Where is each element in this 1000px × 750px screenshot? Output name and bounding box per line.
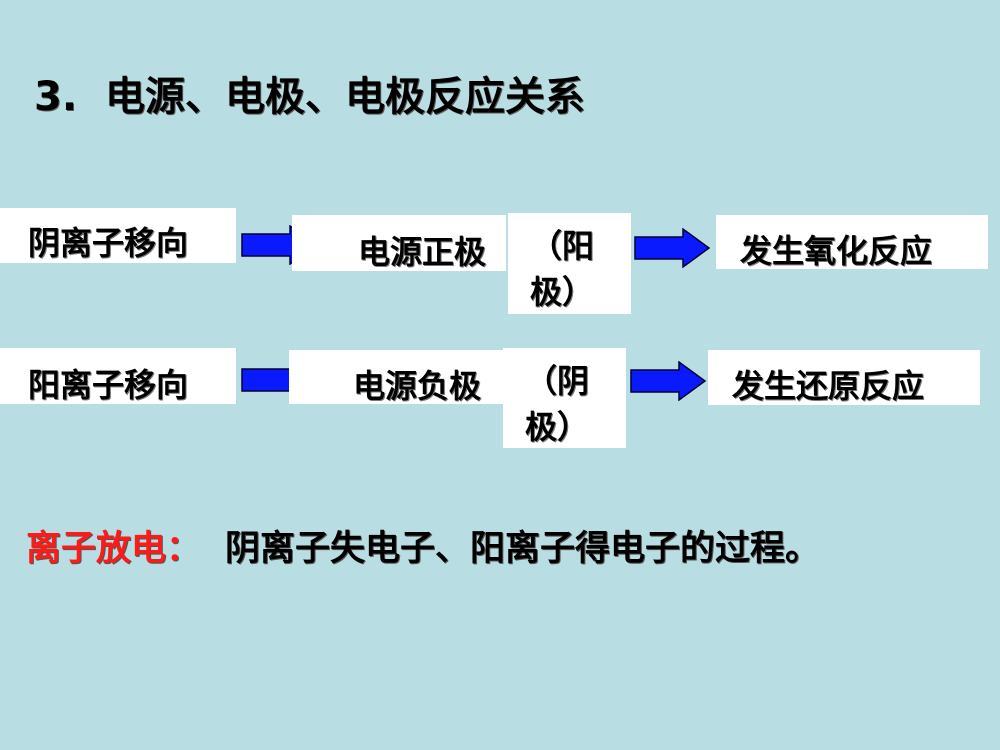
- reduction-label: 发生还原反应: [732, 367, 925, 405]
- title-number: 3.: [34, 74, 78, 120]
- positive-pole-label: 电源正极: [358, 233, 487, 271]
- oxidation-box: 发生氧化反应: [716, 215, 988, 270]
- oxidation-label: 发生氧化反应: [740, 232, 933, 270]
- anion-move-label: 阴离子移向: [28, 224, 189, 262]
- ion-discharge-definition: 离子放电： 阴离子失电子、阳离子得电子的过程。: [26, 520, 986, 571]
- reduction-box: 发生还原反应: [708, 350, 980, 405]
- anion-move-box: 阴离子移向: [0, 208, 236, 263]
- ion-discharge-label: 离子放电：: [26, 529, 202, 569]
- arrow-right-icon: [630, 361, 707, 401]
- positive-pole-box: 电源正极: [292, 215, 506, 271]
- cation-move-label: 阳离子移向: [28, 366, 189, 404]
- cathode-box: （阴极）: [503, 348, 626, 448]
- cation-move-box: 阳离子移向: [0, 348, 236, 404]
- negative-pole-label: 电源负极: [353, 367, 482, 405]
- anode-label: （阳极）: [530, 227, 595, 311]
- cathode-label: （阴极）: [525, 362, 590, 446]
- arrow-right-icon: [634, 228, 711, 268]
- slide-title: 3. 电源、电极、电极反应关系: [34, 68, 644, 126]
- anode-box: （阳极）: [508, 213, 631, 314]
- ion-discharge-text: 阴离子失电子、阳离子得电子的过程。: [225, 529, 821, 569]
- title-text: 电源、电极、电极反应关系: [105, 74, 586, 120]
- negative-pole-box: 电源负极: [289, 350, 503, 405]
